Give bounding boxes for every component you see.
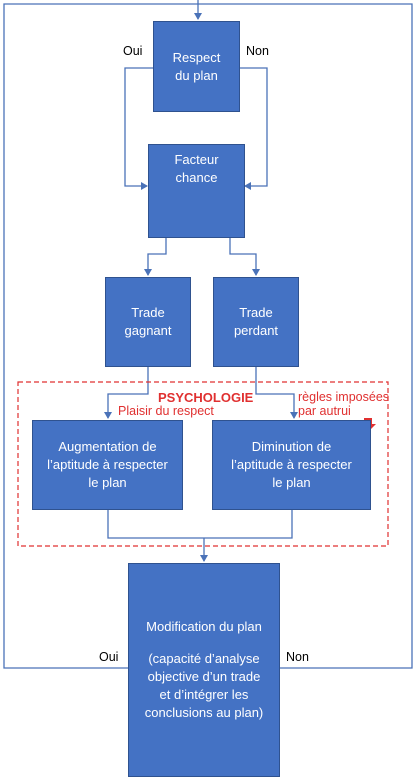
to-perdant-connector bbox=[229, 238, 260, 276]
respect-du-plan-label: Respect du plan bbox=[172, 49, 221, 83]
facteur-chance-box: Facteur chance bbox=[148, 144, 245, 238]
par-autrui-label: par autrui bbox=[298, 404, 351, 418]
trade-perdant-label: Trade perdant bbox=[233, 305, 279, 338]
merge-left-connector bbox=[107, 510, 204, 539]
oui-top-label: Oui bbox=[123, 44, 143, 58]
non-top-label: Non bbox=[246, 44, 269, 58]
psychology-frame bbox=[17, 381, 389, 547]
to-diminution-connector bbox=[255, 367, 298, 419]
to-augmentation-connector bbox=[104, 367, 149, 419]
trade-gagnant-label: Trade gagnant bbox=[124, 305, 172, 338]
diminution-aptitude-box: Diminution de l’aptitude à respecter le … bbox=[212, 420, 371, 510]
respect-du-plan-box: Respect du plan bbox=[153, 21, 240, 112]
non-connector bbox=[240, 67, 268, 190]
loop-non-right bbox=[198, 3, 413, 669]
trade-perdant-box: Trade perdant bbox=[213, 277, 299, 367]
psychologie-label: PSYCHOLOGIE bbox=[158, 390, 254, 405]
facteur-chance-label: Facteur chance bbox=[174, 152, 219, 185]
augmentation-aptitude-box: Augmentation de l’aptitude à respecter l… bbox=[32, 420, 183, 510]
merge-right-connector bbox=[204, 510, 293, 539]
diminution-aptitude-label: Diminution de l’aptitude à respecter le … bbox=[231, 439, 352, 490]
oui-bottom-label: Oui bbox=[99, 650, 119, 664]
modification-du-plan-box: Modification du plan (capacité d’analyse… bbox=[128, 563, 280, 777]
modification-detail: (capacité d’analyse objective d’un trade… bbox=[144, 651, 264, 720]
to-gagnant-connector bbox=[144, 238, 167, 276]
oui-connector bbox=[124, 67, 154, 190]
modification-title: Modification du plan bbox=[146, 619, 262, 634]
loop-oui-left bbox=[3, 3, 198, 669]
plaisir-du-respect-label: Plaisir du respect bbox=[118, 404, 214, 418]
augmentation-aptitude-label: Augmentation de l’aptitude à respecter l… bbox=[47, 439, 168, 490]
non-bottom-label: Non bbox=[286, 650, 309, 664]
regles-imposees-label: règles imposées bbox=[298, 390, 390, 404]
trade-gagnant-box: Trade gagnant bbox=[105, 277, 191, 367]
